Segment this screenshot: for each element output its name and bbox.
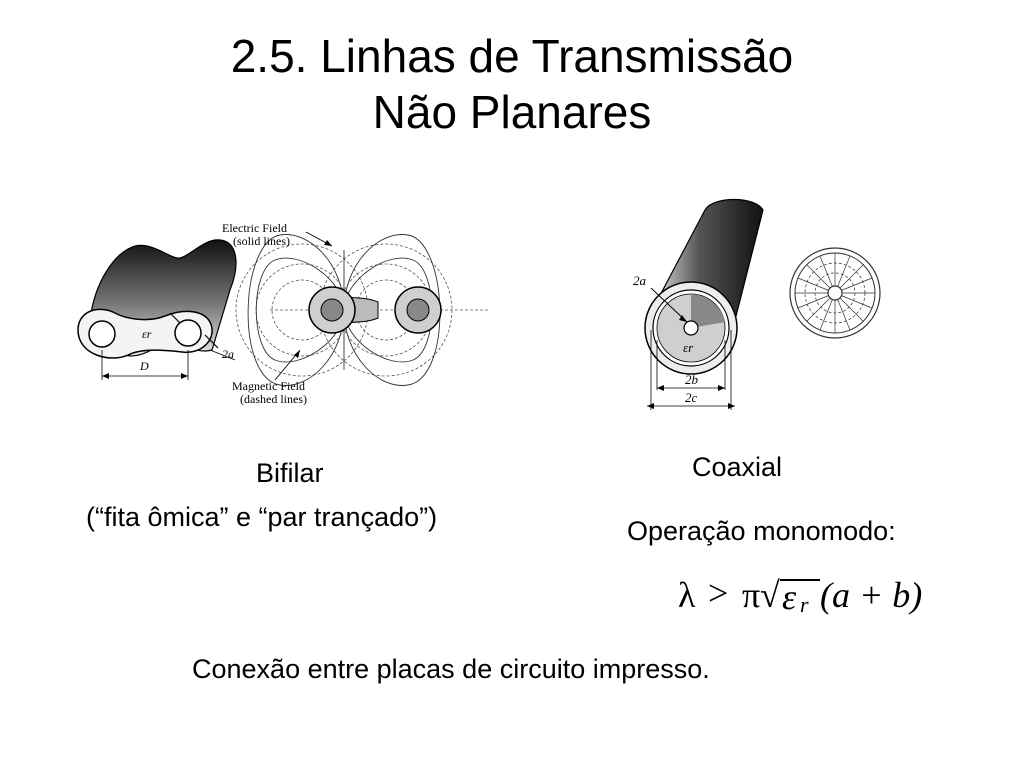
- bifilar-body: [77, 239, 237, 380]
- coax-2c-label: 2c: [685, 390, 698, 405]
- title-line-1: 2.5. Linhas de Transmissão: [230, 30, 794, 82]
- field-pattern: [235, 231, 490, 386]
- slide-title: 2.5. Linhas de Transmissão Não Planares: [0, 28, 1024, 140]
- bifilar-2a-label: 2a: [222, 347, 234, 361]
- coax-body: [644, 199, 764, 410]
- bifilar-d-label: D: [139, 359, 149, 373]
- formula-sub-r: r: [800, 592, 809, 617]
- electric-field-label: Electric Field: [222, 221, 287, 235]
- magnetic-field-note: (dashed lines): [240, 392, 307, 406]
- formula-sqrt: √: [760, 575, 780, 615]
- formula-gt: >: [708, 573, 729, 613]
- bifilar-line-figure: εr 2a D Electric Field (soli: [77, 221, 490, 406]
- magnetic-field-label: Magnetic Field: [232, 379, 305, 393]
- coax-eps-label: εr: [683, 340, 694, 355]
- coax-2b-label: 2b: [685, 372, 699, 387]
- coax-2a-label: 2a: [633, 273, 647, 288]
- formula-sqrt-bar: [780, 579, 820, 581]
- title-line-2: Não Planares: [372, 86, 652, 138]
- formula-pi: π: [742, 575, 761, 615]
- coaxial-caption: Coaxial: [692, 452, 783, 482]
- bifilar-eps-label: εr: [142, 327, 152, 341]
- formula-rest: (a + b): [820, 575, 923, 615]
- coax-cross-section: [789, 247, 881, 339]
- formula-lambda: λ: [678, 575, 696, 615]
- electric-field-note: (solid lines): [233, 234, 290, 248]
- single-mode-formula: λ > π √ ε r (a + b): [672, 570, 932, 620]
- formula-epsilon: ε: [782, 577, 797, 617]
- coaxial-line-figure: 2a εr 2b 2c: [633, 199, 881, 410]
- operation-caption: Operação monomodo:: [627, 516, 896, 546]
- bifilar-subcaption: (“fita ômica” e “par trançado”): [86, 502, 438, 532]
- bifilar-caption: Bifilar: [256, 458, 324, 488]
- footer-caption: Conexão entre placas de circuito impress…: [192, 654, 710, 684]
